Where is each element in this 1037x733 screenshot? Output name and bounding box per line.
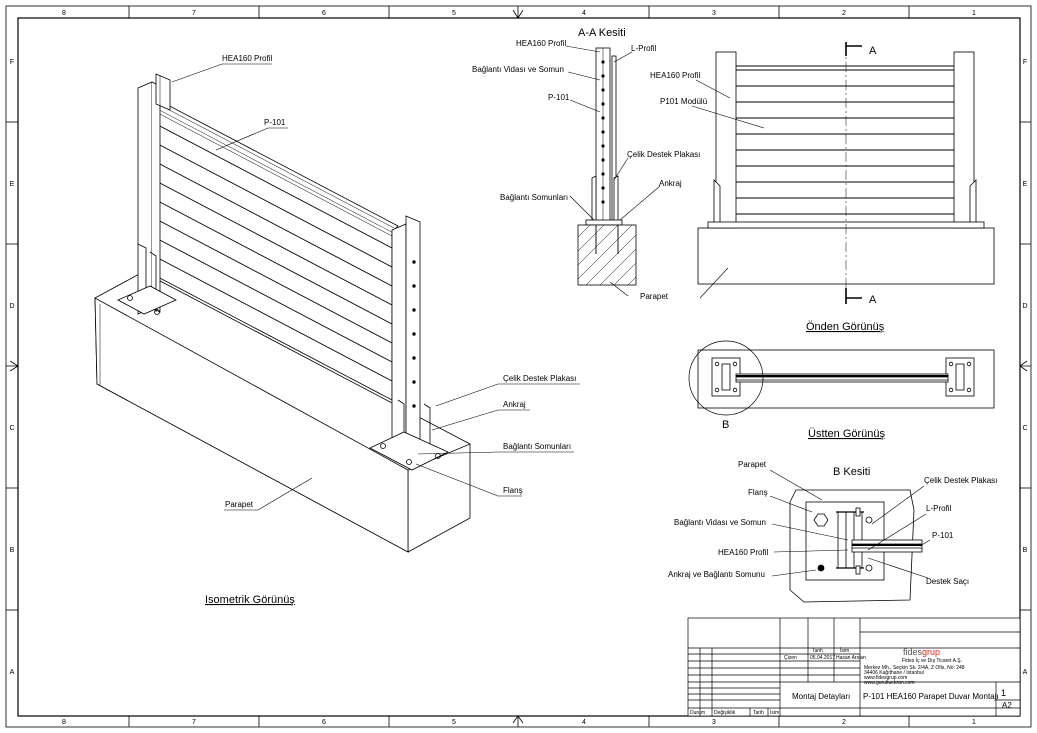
front-view — [691, 42, 995, 304]
tb-company-logo: fidesgrup — [903, 647, 940, 657]
title-block — [687, 617, 1021, 717]
zone-col-top-5: 5 — [452, 10, 456, 17]
zone-col-top-3: 3 — [712, 10, 716, 17]
tb-address-1: Merkez Mh., Seçkin Sk. 2/4A, Z Ofis, No:… — [864, 665, 965, 671]
section-label-nuts: Bağlantı Somunları — [500, 193, 568, 202]
section-aa-title: A-A Kesiti — [578, 27, 626, 39]
tb-sheet-size: A2 — [1002, 701, 1012, 710]
tb-drawing-title: P-101 HEA160 Parapet Duvar Montajı — [863, 692, 999, 701]
tb-foot-name: İsim — [770, 709, 779, 716]
iso-label-steel-plate: Çelik Destek Plakası — [503, 374, 576, 383]
section-b-view — [769, 469, 931, 603]
zone-col-bottom-6: 6 — [322, 719, 326, 726]
tb-company-logo-prefix: fides — [903, 647, 923, 657]
front-label-hea160: HEA160 Profil — [650, 71, 700, 80]
front-cut-marker-bottom: A — [869, 294, 877, 306]
iso-label-nuts: Bağlantı Somunları — [503, 442, 571, 451]
zone-row-right-a: A — [1023, 669, 1028, 676]
b-label-anchor-nut: Ankraj ve Bağlantı Somunu — [668, 570, 765, 579]
zone-col-top-7: 7 — [192, 10, 196, 17]
zone-col-bottom-3: 3 — [712, 719, 716, 726]
tb-col-name: İsim — [840, 647, 849, 654]
section-label-parapet: Parapet — [640, 292, 669, 301]
zone-col-top-4: 4 — [582, 10, 586, 17]
tb-foot-rev: Durum — [690, 710, 705, 716]
section-label-l-profile: L-Profil — [631, 44, 657, 53]
iso-label-p101: P-101 — [264, 118, 286, 127]
zone-row-left-a: A — [10, 669, 15, 676]
tb-row-drawn: Çizen — [784, 655, 797, 661]
tb-company-name: Fides İç ve Dış Ticaret A.Ş. — [902, 657, 962, 664]
zone-col-top-1: 1 — [972, 10, 976, 17]
tb-web-2: www.gurultuekran.com — [864, 680, 915, 686]
iso-label-flange: Flanş — [503, 486, 523, 495]
tb-sheet-number: 1 — [1001, 688, 1006, 698]
b-label-l-profile: L-Profil — [926, 504, 952, 513]
b-label-hea160: HEA160 Profil — [718, 548, 768, 557]
zone-col-bottom-5: 5 — [452, 719, 456, 726]
iso-label-hea160: HEA160 Profil — [222, 54, 272, 63]
top-view-title: Üstten Görünüş — [808, 428, 886, 440]
zone-row-left-b: B — [10, 547, 15, 554]
section-label-bolt-nut: Bağlantı Vidası ve Somun — [472, 65, 564, 74]
zone-row-right-b: B — [1023, 547, 1028, 554]
zone-col-bottom-1: 1 — [972, 719, 976, 726]
iso-left-post — [117, 73, 177, 315]
zone-markers: 8 7 6 5 4 3 2 1 8 7 6 5 4 3 2 1 F E D C … — [9, 10, 1027, 726]
zone-col-bottom-7: 7 — [192, 719, 196, 726]
top-detail-marker-b: B — [722, 419, 729, 431]
tb-foot-change: Değişiklik — [714, 710, 736, 716]
iso-parapet-block — [94, 271, 471, 553]
zone-row-left-e: E — [10, 181, 15, 188]
tb-company-logo-suffix: grup — [922, 647, 940, 657]
b-label-parapet: Parapet — [738, 460, 767, 469]
b-label-bolt-nut: Bağlantı Vidası ve Somun — [674, 518, 766, 527]
tb-col-date: Tarih — [812, 648, 823, 654]
sheet-frame — [5, 5, 1032, 728]
iso-label-anchor: Ankraj — [503, 400, 526, 409]
iso-view-title: Isometrik Görünüş — [205, 594, 295, 606]
iso-leaders — [171, 63, 580, 511]
zone-row-left-d: D — [9, 303, 14, 310]
zone-row-left-f: F — [10, 59, 14, 66]
zone-col-top-2: 2 — [842, 10, 846, 17]
tb-part-name: Montaj Detayları — [792, 692, 850, 701]
b-label-steel-plate: Çelik Destek Plakası — [924, 476, 997, 485]
tb-foot-date: Tarih — [753, 710, 764, 716]
zone-col-bottom-8: 8 — [62, 719, 66, 726]
zone-col-bottom-4: 4 — [582, 719, 586, 726]
isometric-view — [94, 63, 580, 553]
zone-col-bottom-2: 2 — [842, 719, 846, 726]
front-label-module: P101 Modülü — [660, 97, 707, 106]
b-label-p101: P-101 — [932, 531, 954, 540]
zone-row-left-c: C — [9, 425, 14, 432]
zone-col-top-6: 6 — [322, 10, 326, 17]
zone-row-right-e: E — [1023, 181, 1028, 188]
section-label-p101: P-101 — [548, 93, 570, 102]
tb-author: Hasan Arslan — [836, 655, 866, 661]
section-b-title: B Kesiti — [833, 466, 870, 478]
tb-address-2: 34406 Kağıthane / İstanbul — [864, 669, 924, 676]
b-label-support-sheet: Destek Saçı — [926, 577, 969, 586]
section-label-hea160: HEA160 Profil — [516, 39, 566, 48]
zone-col-top-8: 8 — [62, 10, 66, 17]
b-label-flange: Flanş — [748, 488, 768, 497]
zone-row-right-d: D — [1022, 303, 1027, 310]
tb-date: 05.04.2017 — [810, 655, 835, 661]
section-label-anchor: Ankraj — [659, 179, 682, 188]
iso-label-parapet: Parapet — [225, 500, 254, 509]
zone-row-right-f: F — [1023, 59, 1027, 66]
iso-right-post — [369, 215, 449, 471]
front-cut-marker-top: A — [869, 45, 877, 57]
zone-row-right-c: C — [1022, 425, 1027, 432]
front-view-title: Önden Görünüş — [806, 321, 885, 333]
tb-web-1: www.fidesgrup.com — [864, 675, 907, 681]
section-label-steel-plate: Çelik Destek Plakası — [627, 150, 700, 159]
section-aa-view — [565, 45, 661, 297]
top-view — [688, 340, 995, 416]
